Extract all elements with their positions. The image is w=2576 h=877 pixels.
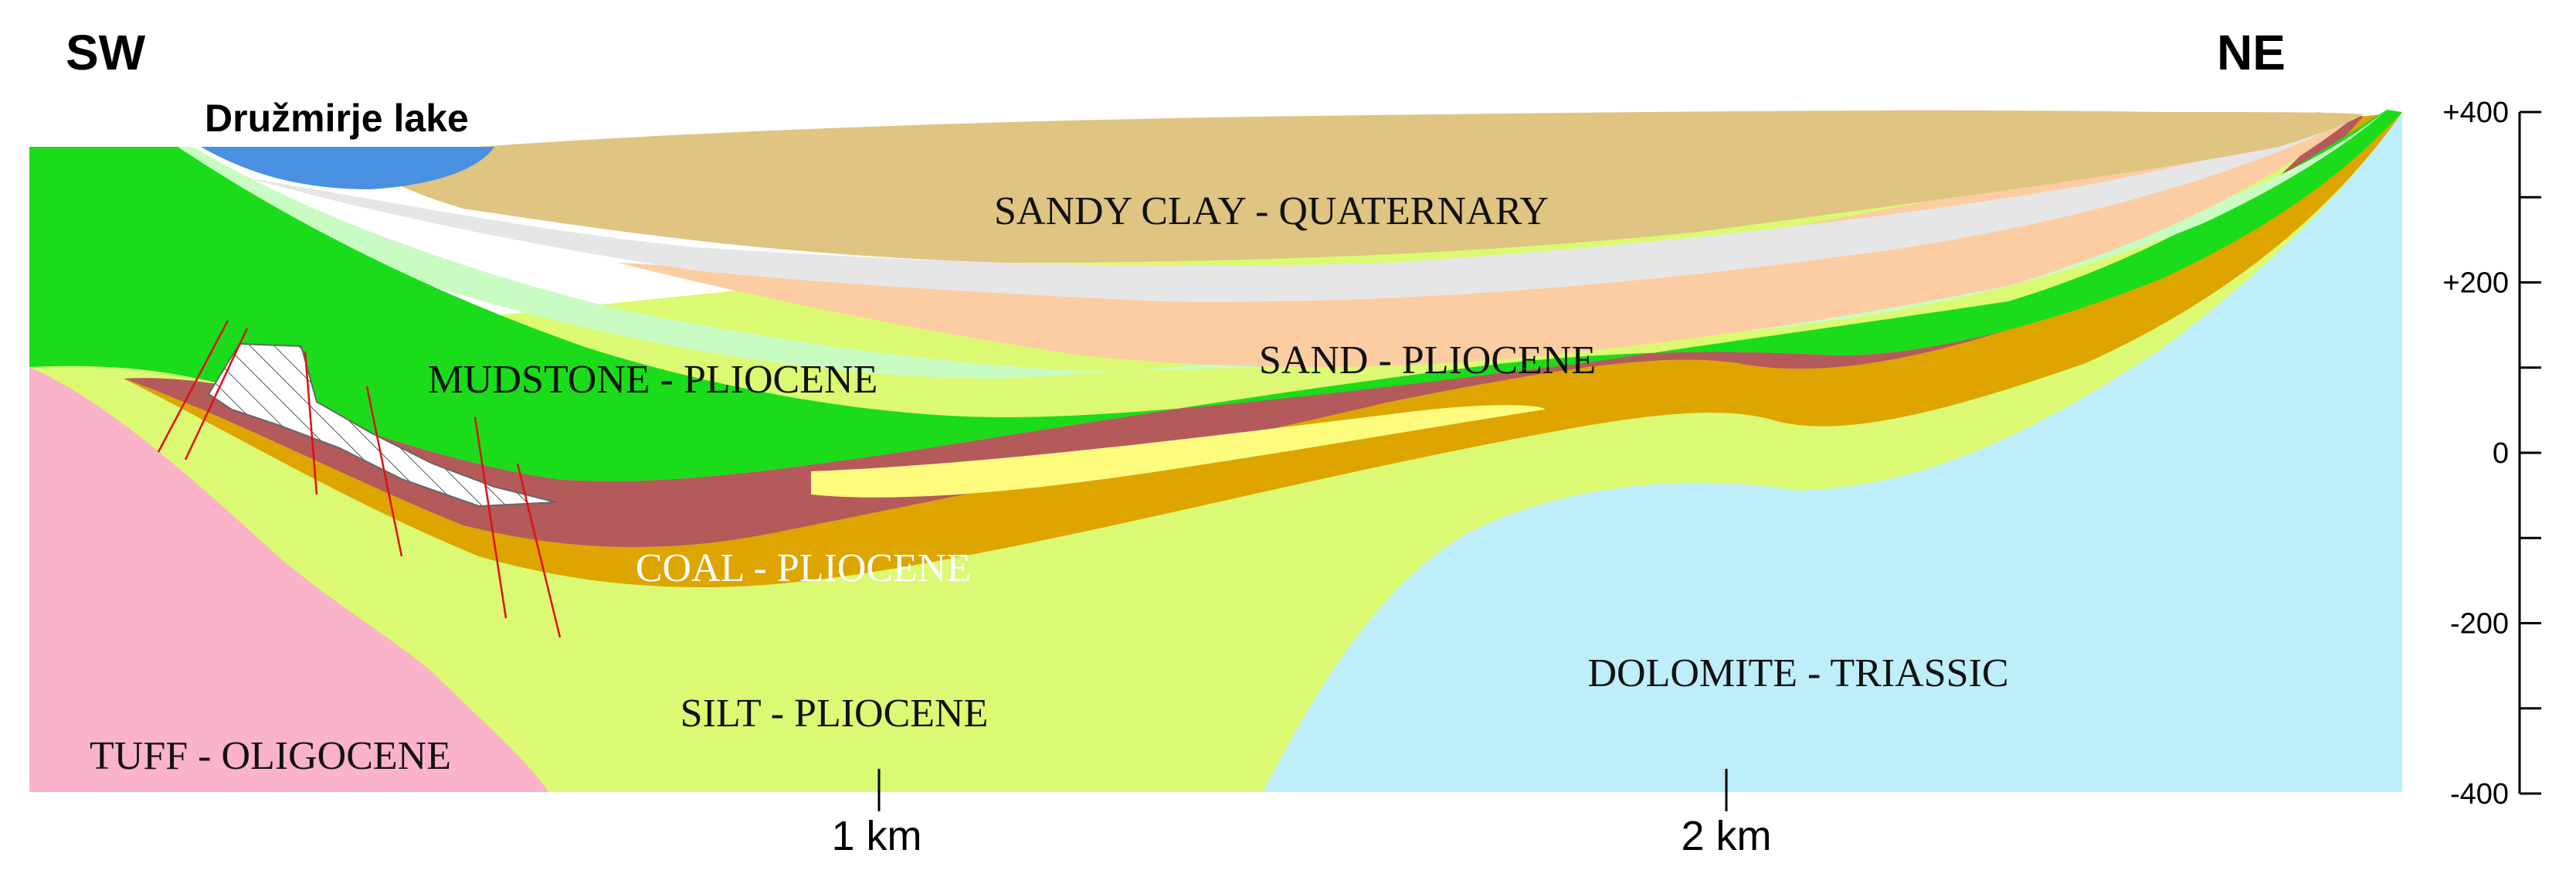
elevation-label: +200: [2442, 267, 2509, 300]
silt-label: SILT - PLIOCENE: [680, 692, 989, 736]
direction-ne: NE: [2217, 25, 2286, 80]
fault-line: [157, 320, 229, 453]
sand-pliocene-layer: [618, 112, 2356, 367]
fault-line: [304, 351, 318, 495]
coal-label: COAL - PLIOCENE: [636, 546, 971, 590]
sandy-clay-label: SANDY CLAY - QUATERNARY: [994, 189, 1549, 233]
lake-label: Družmirje lake: [205, 97, 469, 140]
yellow-lens: [811, 405, 1545, 498]
mudstone-inner-band: [100, 147, 1004, 428]
direction-sw: SW: [66, 25, 146, 80]
druzmirje-lake: [201, 147, 494, 189]
dolomite-triassic-layer: [1263, 112, 2402, 792]
fault-line: [516, 463, 562, 638]
sand-label: SAND - PLIOCENE: [1259, 338, 1596, 382]
fault-line: [473, 416, 507, 619]
scale-label-2km: 2 km: [1681, 813, 1771, 859]
elevation-label: 0: [2493, 437, 2509, 470]
fault-lines: [157, 320, 562, 638]
sandy-clay-quaternary-layer: [371, 110, 2364, 263]
fault-line: [184, 328, 249, 461]
elevation-label: -400: [2450, 778, 2509, 811]
elevation-label: -200: [2450, 608, 2509, 641]
tuff-oligocene-layer: [29, 367, 548, 792]
fault-line: [365, 386, 403, 557]
scale-label-1km: 1 km: [831, 813, 921, 859]
grey-band: [247, 124, 2340, 302]
tuff-label: TUFF - OLIGOCENE: [90, 734, 451, 778]
elevation-label: +400: [2442, 97, 2509, 129]
dolomite-label: DOLOMITE - TRIASSIC: [1587, 651, 2008, 695]
mudstone-label: MUDSTONE - PLIOCENE: [428, 358, 878, 402]
orange-band: [124, 112, 2402, 587]
elevation-axis: +400 +200 0 -200 -400: [2442, 97, 2541, 811]
